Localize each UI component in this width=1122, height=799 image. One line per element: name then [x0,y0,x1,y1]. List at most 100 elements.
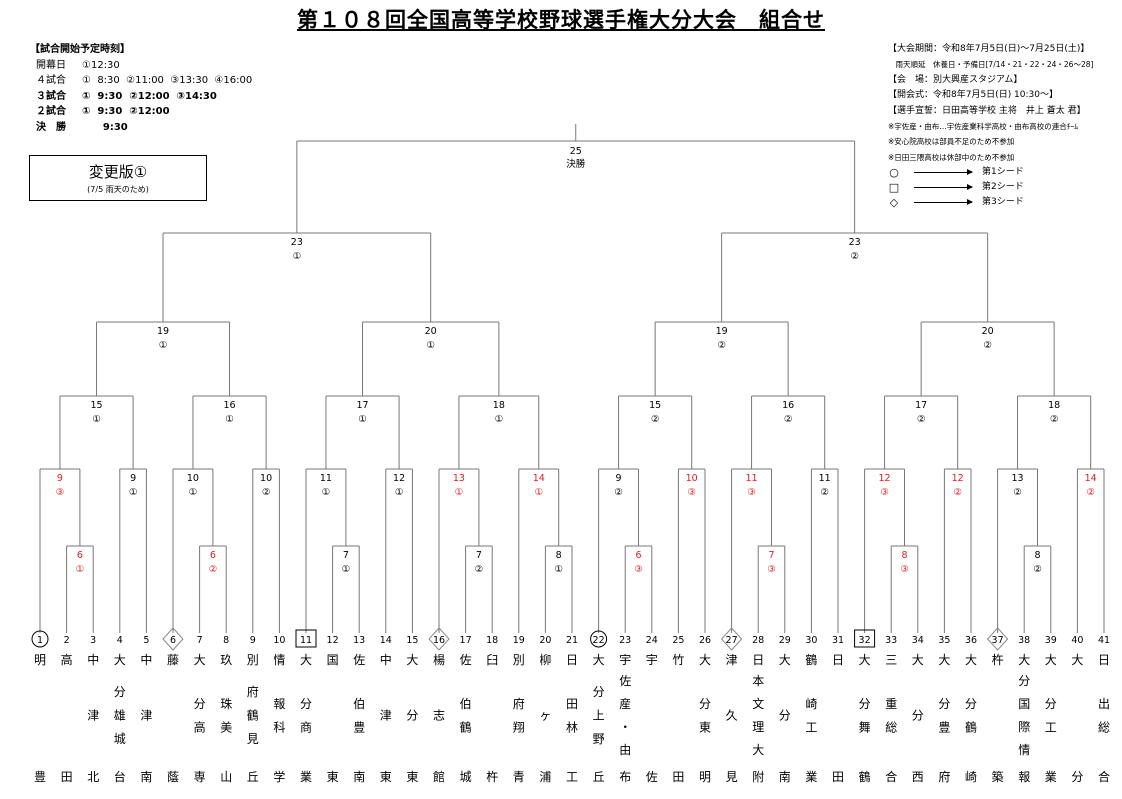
team-number: 15 [406,635,418,646]
info-line: ※日田三隈高校は休部中のため不参加 [888,152,1015,162]
team-name-char: 大 [1018,653,1030,667]
team-name-char: 際 [1018,720,1030,734]
schedule-row-label: 開幕日 [36,59,66,71]
team-number: 12 [327,635,339,646]
team-name-char: 南 [353,769,365,784]
seed-circle-icon [590,630,608,648]
team-name-char: 分 [779,709,791,723]
match-slot: ③ [747,487,756,498]
seed-diamond-icon [986,627,1009,651]
team-name-char: 崎 [805,697,817,711]
match-day: 14 [1085,473,1097,484]
team-name-char: 蔭 [167,770,179,784]
page-title: 第１０８回全国高等学校野球選手権大分大会 組合せ [297,8,825,32]
info-line: 雨天順延 休養日・予備日[7/14・21・22・24・26～28] [888,60,1094,70]
team-name-char: 分 [938,697,950,711]
revision-label: 変更版① [88,163,148,181]
seed-square-icon [295,629,317,648]
legend-row: □第2シード [888,180,1093,195]
team-name-char: 分 [593,685,605,699]
match-day: 15 [90,400,102,411]
legend-symbol: ◇ [889,196,899,210]
match-day: 7 [343,550,349,561]
team-name-char: 志 [433,709,445,723]
match-day: 9 [57,473,63,484]
team-name-char: 南 [140,769,152,784]
team-name-char: 由 [619,743,631,757]
match-slot: ② [614,487,623,498]
match-day: 16 [782,400,794,411]
match-day: 20 [982,326,994,337]
team-name-char: 分 [859,697,871,711]
final-day: 25 [570,146,582,157]
team-number: 21 [566,635,578,646]
team-name-char: 見 [726,770,738,784]
match-slot: ① [293,251,302,262]
match-day: 11 [819,473,831,484]
team-name-char: 柳 [539,653,551,667]
match-day: 11 [320,473,332,484]
team-name-char: 業 [1045,770,1057,784]
team-number: 24 [646,635,658,646]
team-name-char: 工 [566,770,578,784]
match-day: 8 [556,550,562,561]
team-name-char: 宇 [619,653,631,667]
match-day: 23 [291,237,303,248]
match-slot: ② [917,414,926,425]
team-name-char: 東 [380,770,392,784]
team-number: 33 [885,635,897,646]
team-name-char: 青 [513,770,525,784]
team-name-char: 台 [114,769,126,784]
match-day: 12 [879,473,891,484]
arrow-icon [914,184,973,191]
match-slot: ① [322,487,331,498]
team-name-char: 佐 [460,653,472,667]
info-line: 【大会期間：令和8年7月5日(日)～7月25日(土)】 [888,44,1090,54]
match-slot: ① [225,414,234,425]
match-day: 8 [901,550,907,561]
match-day: 7 [476,550,482,561]
team-name-char: 杵 [486,769,498,784]
match-slot: ③ [900,564,909,575]
team-name-char: 佐 [619,674,631,688]
team-name-char: 林 [566,720,578,734]
team-number: 11 [300,635,312,646]
team-name-char: 分 [912,709,924,723]
team-name-char: 舞 [859,720,871,734]
match-slot: ② [1033,564,1042,575]
team-name-char: 専 [194,770,206,784]
team-number: 25 [672,635,684,646]
match-slot: ① [554,564,563,575]
team-name-char: 竹 [672,653,684,667]
team-name-char: 合 [885,769,897,784]
team-name-char: 豊 [938,720,950,734]
team-number: 26 [699,635,711,646]
team-number: 37 [992,635,1004,646]
team-name-char: 大 [1071,653,1083,667]
team-name-char: 附 [752,770,764,784]
team-name-char: 理 [752,720,764,734]
match-slot: ② [262,487,271,498]
team-name-char: 久 [726,709,738,723]
team-name-char: 工 [1045,720,1057,734]
match-slot: ① [395,487,404,498]
team-name-char: 分 [194,697,206,711]
schedule-row-times: ①12:30 [82,59,120,71]
match-day: 12 [393,473,405,484]
team-name-char: 科 [273,720,285,734]
match-slot: ③ [634,564,643,575]
match-day: 17 [915,400,927,411]
team-name-char: 珠 [220,697,232,711]
team-name-char: 大 [114,653,126,667]
info-line: ※安心院高校は部員不足のため不参加 [888,137,1015,147]
team-name-char: 情 [1018,743,1030,757]
team-name-char: 美 [220,720,232,734]
schedule-row: 決 勝 9:30 [30,120,252,136]
schedule-row-times: ① 9:30 ②12:00 [82,106,170,117]
match-slot: ② [651,414,660,425]
team-name-char: 鶴 [247,708,259,723]
match-day: 8 [1034,550,1040,561]
match-slot: ③ [880,487,889,498]
